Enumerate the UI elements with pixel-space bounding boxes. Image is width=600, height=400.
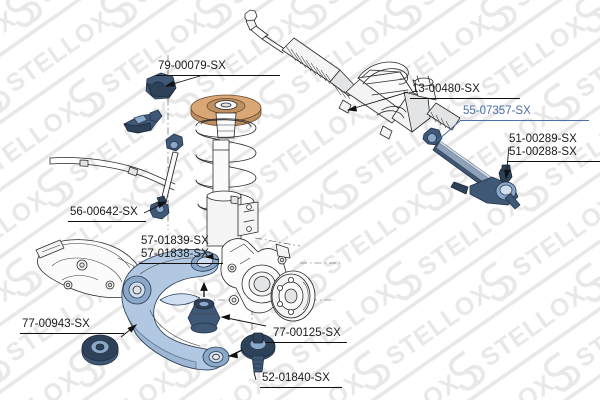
- part-label-56-00642-sx[interactable]: 56-00642-SX: [70, 206, 138, 219]
- label-line: 55-07357-SX: [463, 105, 531, 117]
- leader-rule-57-01838-sx: [139, 263, 223, 264]
- part-label-77-00125-sx[interactable]: 77-00125-SX: [273, 327, 341, 340]
- leader-rule-56-00642-sx: [68, 221, 146, 222]
- label-line: 51-00288-SX: [509, 146, 577, 158]
- part-label-55-07357-sx[interactable]: 55-07357-SX: [463, 105, 531, 118]
- part-label-52-01840-sx[interactable]: 52-01840-SX: [262, 372, 330, 385]
- label-line: 13-00480-SX: [412, 83, 480, 95]
- label-line: 56-00642-SX: [70, 206, 138, 218]
- label-line: 57-01839-SX: [141, 235, 209, 247]
- leader-rule-79-00079-sx: [156, 75, 280, 76]
- leader-rule-52-01840-sx: [260, 387, 342, 388]
- leader-rule-13-00480-sx: [410, 98, 520, 99]
- part-label-51-00289-sx[interactable]: 51-00289-SX 51-00288-SX: [509, 133, 577, 159]
- label-line: 52-01840-SX: [262, 372, 330, 384]
- label-line: 51-00289-SX: [509, 133, 577, 145]
- label-line: 77-00125-SX: [273, 327, 341, 339]
- part-label-79-00079-sx[interactable]: 79-00079-SX: [158, 60, 226, 73]
- leader-rule-77-00125-sx: [265, 342, 347, 343]
- label-line: 79-00079-SX: [158, 60, 226, 72]
- leader-rule-55-07357-sx: [461, 120, 589, 121]
- part-label-13-00480-sx[interactable]: 13-00480-SX: [412, 83, 480, 96]
- leader-rule-51-00288-sx: [507, 161, 600, 162]
- part-label-57-01839-sx[interactable]: 57-01839-SX 57-01838-SX: [141, 235, 209, 261]
- label-line: 77-00943-SX: [22, 318, 90, 330]
- leader-rule-77-00943-sx: [20, 333, 124, 334]
- part-label-77-00943-sx[interactable]: 77-00943-SX: [22, 318, 90, 331]
- label-line: 57-01838-SX: [141, 248, 209, 260]
